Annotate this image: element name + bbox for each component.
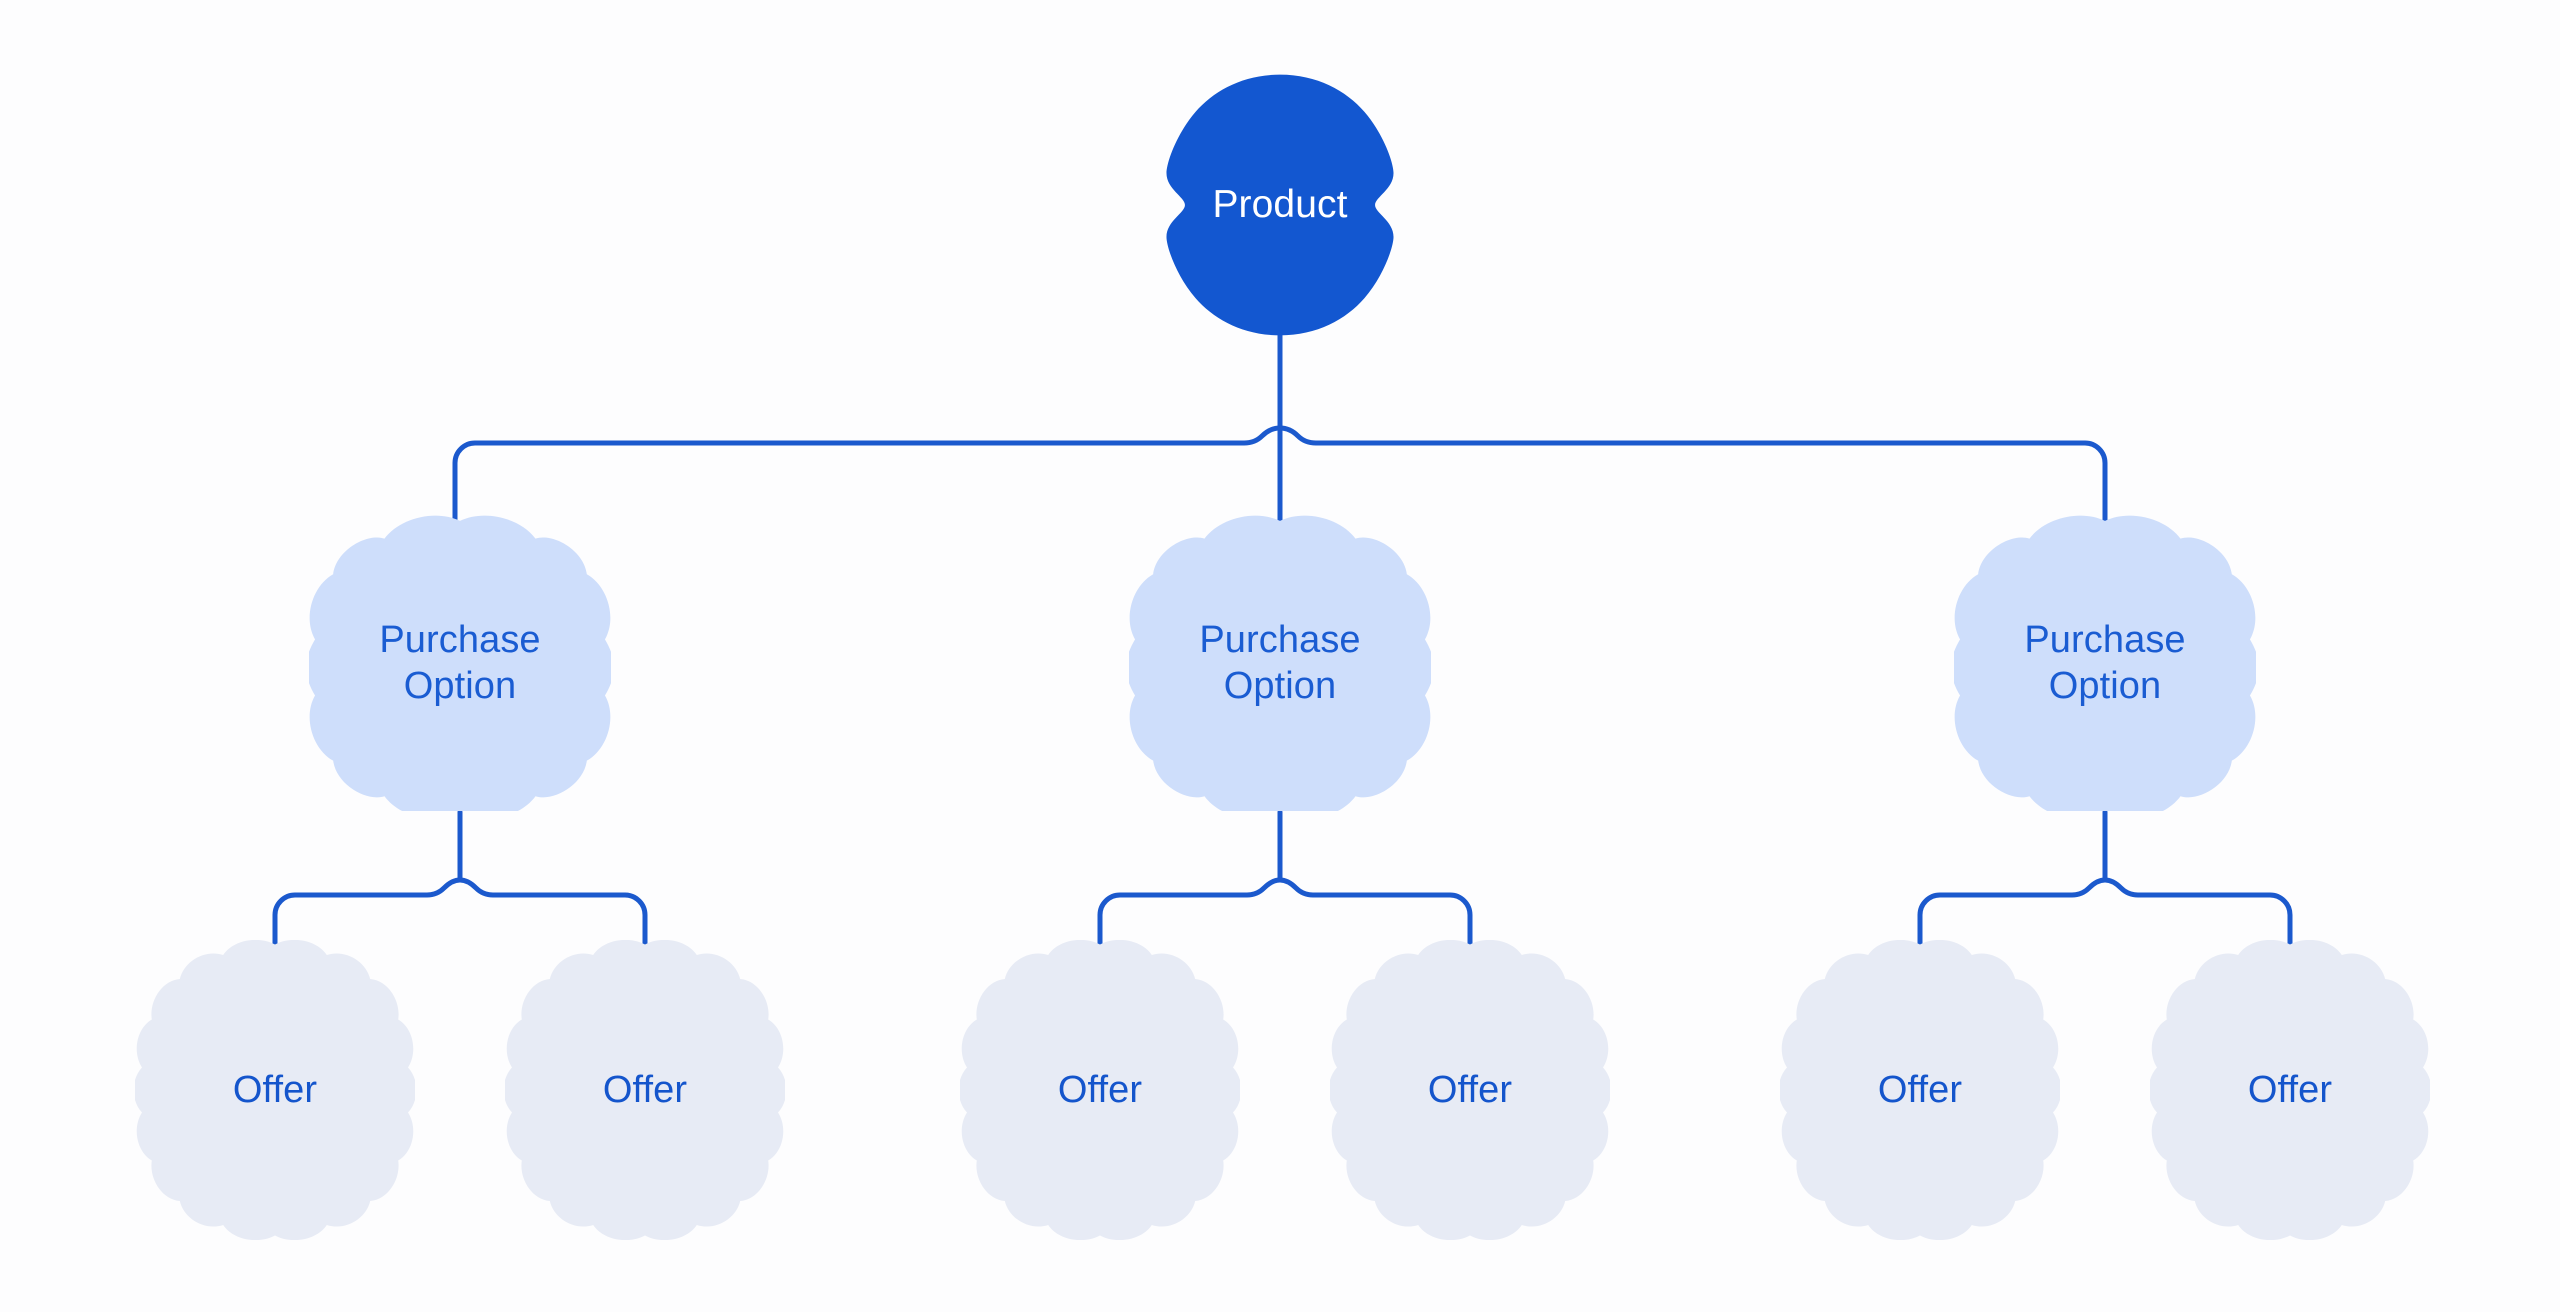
node-offer-2[interactable]: Offer: [505, 940, 785, 1240]
node-offer-label: Offer: [1427, 1068, 1513, 1111]
node-offer-label: Offer: [1877, 1068, 1963, 1111]
offer-scallop-shape: [505, 940, 785, 1240]
node-offer-1[interactable]: Offer: [135, 940, 415, 1240]
node-offer-label: Offer: [232, 1068, 318, 1111]
node-purchase-option-label: Purchase Option: [2024, 618, 2186, 707]
offer-scallop-shape: [1330, 940, 1610, 1240]
node-product-label: Product: [1212, 183, 1348, 227]
purchase-option-flower-shape: [1129, 515, 1431, 811]
node-product[interactable]: Product: [1148, 72, 1412, 338]
node-offer-6[interactable]: Offer: [2150, 940, 2430, 1240]
purchase-option-flower-shape: [309, 515, 611, 811]
node-purchase-option-label: Purchase Option: [379, 618, 541, 707]
node-purchase-option-label: Purchase Option: [1199, 618, 1361, 707]
node-purchase-option-2[interactable]: Purchase Option: [1129, 515, 1431, 811]
node-offer-label: Offer: [1057, 1068, 1143, 1111]
offer-scallop-shape: [135, 940, 415, 1240]
product-blob-shape: [1166, 74, 1394, 336]
node-purchase-option-1[interactable]: Purchase Option: [309, 515, 611, 811]
offer-scallop-shape: [2150, 940, 2430, 1240]
node-purchase-option-3[interactable]: Purchase Option: [1954, 515, 2256, 811]
node-offer-label: Offer: [2247, 1068, 2333, 1111]
node-offer-label: Offer: [602, 1068, 688, 1111]
node-offer-3[interactable]: Offer: [960, 940, 1240, 1240]
offer-scallop-shape: [1780, 940, 2060, 1240]
node-offer-5[interactable]: Offer: [1780, 940, 2060, 1240]
offer-scallop-shape: [960, 940, 1240, 1240]
purchase-option-flower-shape: [1954, 515, 2256, 811]
node-offer-4[interactable]: Offer: [1330, 940, 1610, 1240]
